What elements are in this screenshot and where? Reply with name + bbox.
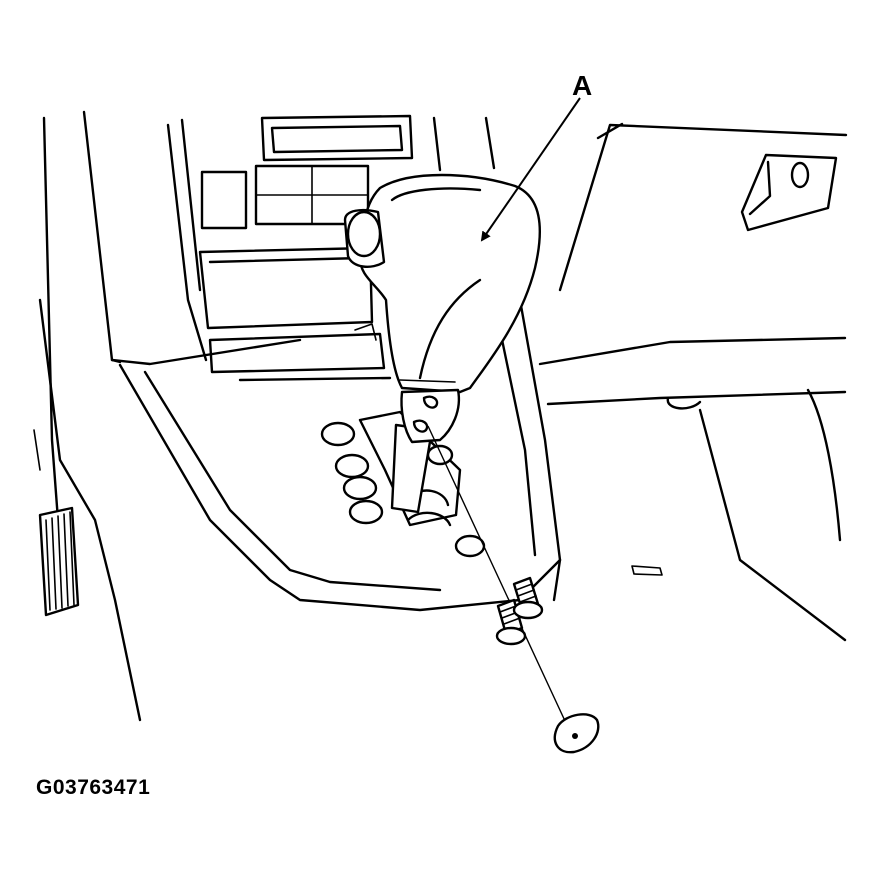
accelerator-pedal bbox=[38, 506, 80, 617]
callout-arrow bbox=[480, 97, 581, 242]
shift-lock-button bbox=[343, 208, 386, 268]
mounting-bolt-right bbox=[512, 576, 544, 620]
cover-cap bbox=[553, 713, 600, 754]
right-dashboard bbox=[538, 122, 848, 642]
left-pillar-panel bbox=[33, 110, 142, 722]
position-indicator-r bbox=[334, 453, 370, 479]
figure-id: G03763471 bbox=[36, 776, 151, 799]
position-indicator-d bbox=[348, 499, 384, 525]
shift-knob bbox=[343, 173, 541, 444]
center-dash-panel bbox=[166, 114, 496, 382]
callout-label-a: A bbox=[572, 70, 593, 101]
position-indicator-p bbox=[320, 421, 356, 447]
assembly-alignment-line bbox=[427, 425, 573, 737]
position-indicator-n bbox=[342, 475, 378, 501]
